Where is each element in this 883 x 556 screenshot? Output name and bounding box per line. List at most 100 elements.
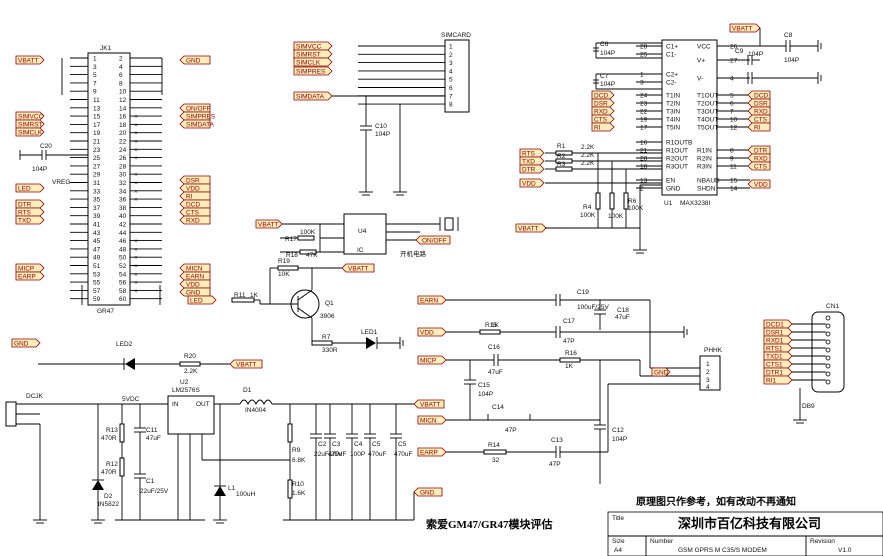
u1-rpin-4: T2OUT	[697, 101, 718, 108]
svg-text:×: ×	[134, 263, 138, 270]
sim-net-simdata: SIMDATA	[293, 91, 333, 101]
svg-text:×: ×	[134, 188, 138, 195]
r6-value: 100K	[628, 205, 644, 212]
svg-text:×: ×	[134, 139, 138, 146]
jk1-pin-right-23: 48	[119, 246, 127, 253]
net-vbatt-u4-text: VBATT	[258, 222, 278, 229]
svg-text:×: ×	[134, 238, 138, 245]
d2-value: 100uH	[236, 491, 255, 498]
u1-num-6: 22	[640, 109, 648, 116]
net-vdd-text: VDD	[420, 330, 434, 337]
outcap-ref-3: C5	[372, 441, 381, 448]
jk1-pin-left-22: 45	[93, 238, 101, 245]
r15-value: 1K	[491, 322, 500, 329]
jk1-pin-right-8: 18	[119, 122, 127, 129]
u1-rnet-4-text: RI	[754, 125, 761, 132]
u1-rnum-8: 8	[730, 148, 734, 155]
net-ri: RI	[179, 191, 211, 201]
db9-net-2-text: RXD1	[766, 338, 784, 345]
db9-net-6: DTR1	[763, 367, 793, 377]
l1-value: IN4004	[245, 407, 266, 414]
svg-text:×: ×	[134, 197, 138, 204]
c13-ref: C12	[612, 427, 624, 434]
db9-net-5: CTS1	[763, 359, 793, 369]
net-micn: MICN	[179, 263, 211, 273]
u1-rnet-0: DCD	[747, 90, 771, 100]
c7-value: 104P	[600, 81, 615, 88]
u1-num-2: 1	[640, 72, 644, 79]
r4-ref: R4	[583, 204, 592, 211]
db9-net-0-text: DCD1	[766, 322, 784, 329]
u1-rpin-5: T3OUT	[697, 109, 718, 116]
misc-net-flags: VBATTON/OFFVBATTLEDGNDVBATTEARNVDDMICPGN…	[11, 219, 671, 497]
r12-ref: R12	[106, 461, 118, 468]
r13-value: 470R	[101, 435, 117, 442]
u1-pin-0: C1+	[666, 44, 678, 51]
net-onoff: ON/OFF	[179, 103, 211, 113]
led2-ref: LED2	[116, 341, 133, 348]
title-label: Title	[612, 515, 624, 522]
jk1-pin-right-4: 10	[119, 89, 127, 96]
notice-text: 原理图只作参考，如有改动不再通知	[636, 495, 796, 508]
jk1-pin-right-24: 50	[119, 255, 127, 262]
c17-value: 47uF	[615, 314, 630, 321]
u1-rnet-1: DSR	[747, 98, 771, 108]
u1-num-11: 20	[640, 156, 648, 163]
u1-lnet-3-text: CTS	[594, 117, 608, 124]
u1-rnum-2: 4	[730, 76, 734, 83]
r9-ref: R9	[292, 447, 301, 454]
u1-pin-8: T5IN	[666, 125, 680, 132]
u1-pin-10: R1OUT	[666, 148, 688, 155]
u1-rnet-6-text: RXD	[754, 156, 768, 163]
c15-value: 47uF	[488, 369, 503, 376]
dcjk-ref: DCJK	[26, 393, 44, 400]
u1-num-13: 13	[640, 178, 648, 185]
r13-ref: R13	[106, 427, 118, 434]
c20-ref: C10	[375, 123, 387, 130]
sim-pin-4: 5	[449, 77, 453, 84]
sim-net-simpres-text: SIMPRES	[296, 69, 326, 76]
jk1-pin-left-29: 59	[93, 296, 101, 303]
revision-label: Revision	[810, 538, 835, 545]
c18-value: 100uF/25V	[577, 304, 609, 311]
u1-rnum-7: 12	[730, 125, 738, 132]
r16-ref: R16	[565, 350, 577, 357]
u1-num-1: 25	[640, 52, 648, 59]
svg-text:×: ×	[134, 147, 138, 154]
jk1-pin-left-25: 51	[93, 263, 101, 270]
jk1-pin-left-11: 23	[93, 147, 101, 154]
c6-ref: C6	[600, 41, 609, 48]
u4-ref: U4	[358, 228, 367, 235]
u1-net-vbatt2: VBATT	[515, 223, 547, 233]
svg-text:×: ×	[134, 280, 138, 287]
jk1-pin-left-14: 29	[93, 172, 101, 179]
r19-ref: R19	[278, 258, 290, 265]
u1-num-8: 17	[640, 125, 648, 132]
u1-rnet-6: RXD	[747, 153, 771, 163]
u1-num-7: 19	[640, 117, 648, 124]
net-gnd-phhk-text: GND	[654, 370, 669, 377]
net-led-text: LED	[18, 186, 31, 193]
net-vbatt-led2-text: VBATT	[236, 362, 256, 369]
jk1-pin-left-0: 1	[93, 56, 97, 63]
phhk-pin-2: 2	[706, 369, 710, 376]
net-simclk: SIMCLK	[15, 127, 45, 137]
db9-net-6-text: DTR1	[766, 370, 783, 377]
jk1-pin-left-27: 55	[93, 280, 101, 287]
u1-lnet-4: RI	[591, 122, 615, 132]
u1-rnet-3: CTS	[747, 114, 771, 124]
db9-net-4: TXD1	[763, 351, 793, 361]
c20-capacitor: C10 104P	[359, 96, 407, 196]
size-value: A4	[614, 547, 622, 554]
r2-ref: R2	[557, 153, 566, 160]
jk1-pin-left-19: 39	[93, 213, 101, 220]
c9-value: 104P	[748, 51, 763, 58]
q1-ref: Q1	[325, 300, 334, 307]
net-txd: TXD	[15, 215, 45, 225]
r4-value: 100K	[580, 212, 596, 219]
c1-ref: C11	[146, 427, 158, 434]
net-led-q1: LED	[187, 295, 217, 305]
jk1-pin-right-19: 40	[119, 213, 127, 220]
net-dsr: DSR	[179, 175, 211, 185]
net-earn-text: EARN	[420, 298, 438, 305]
